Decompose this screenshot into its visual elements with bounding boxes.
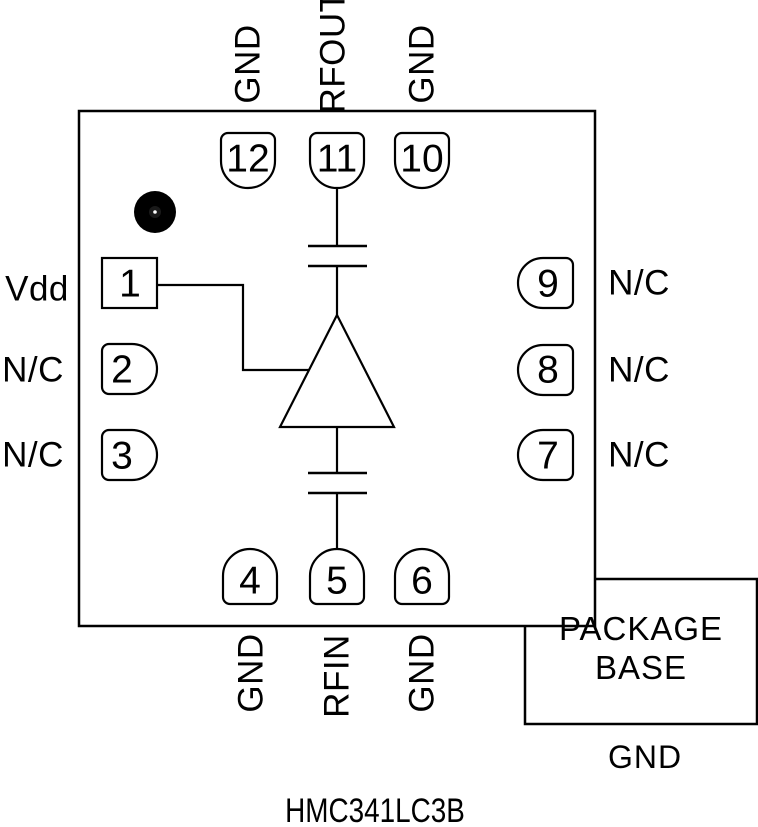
pin-1-pad <box>100 256 159 310</box>
pin-12-number: 12 <box>226 137 270 181</box>
pin-2-pad <box>100 342 159 396</box>
pin-10-number: 10 <box>400 137 444 181</box>
pin-8-label-nc: N/C <box>608 350 670 390</box>
pin-7-label-nc: N/C <box>608 435 670 475</box>
pin-8-pad <box>516 343 575 397</box>
pin-11-label-rfout: RFOUT <box>313 0 353 114</box>
pin-10-pad <box>393 131 451 190</box>
pin-12-pad <box>219 131 277 190</box>
pin-5-label-rfin: RFIN <box>317 634 357 718</box>
pin-6-pad <box>393 547 451 606</box>
pin-6-label-gnd: GND <box>402 633 442 713</box>
pin-4-number: 4 <box>239 559 261 603</box>
package-base-gnd-label: GND <box>607 739 683 775</box>
pin-12-label-gnd: GND <box>228 24 268 104</box>
vdd-wire <box>157 283 309 372</box>
pin-5-pad <box>308 547 366 606</box>
pin-7-pad <box>516 428 575 482</box>
pin1-indicator-dot-center <box>153 210 157 214</box>
pin-1-number: 1 <box>119 262 141 306</box>
pin-11-pad <box>308 131 366 190</box>
pin-8-number: 8 <box>537 348 559 392</box>
pin-4-label-gnd: GND <box>231 633 271 713</box>
package-base-label: PACKAGE BASE <box>559 610 723 688</box>
pin-3-number: 3 <box>111 434 133 478</box>
pin-11-number: 11 <box>316 137 358 181</box>
pin-1-label-vdd: Vdd <box>5 269 69 309</box>
pin-10-label-gnd: GND <box>402 24 442 104</box>
package-base-label-line2: BASE <box>594 649 688 686</box>
pin-5-number: 5 <box>326 559 348 603</box>
pin-3-label-nc: N/C <box>2 435 64 475</box>
pin-7-number: 7 <box>537 434 559 478</box>
pin-3-pad <box>100 428 159 482</box>
pin-2-number: 2 <box>111 348 133 392</box>
pin-9-label-nc: N/C <box>608 263 670 303</box>
pin-9-pad <box>516 256 575 310</box>
package-base-label-line1: PACKAGE <box>558 610 724 648</box>
pin-4-pad <box>221 547 279 606</box>
pin-2-label-nc: N/C <box>2 350 64 390</box>
pin-9-number: 9 <box>537 262 559 306</box>
part-number: HMC341LC3B <box>285 792 465 827</box>
pin-6-number: 6 <box>411 559 433 603</box>
